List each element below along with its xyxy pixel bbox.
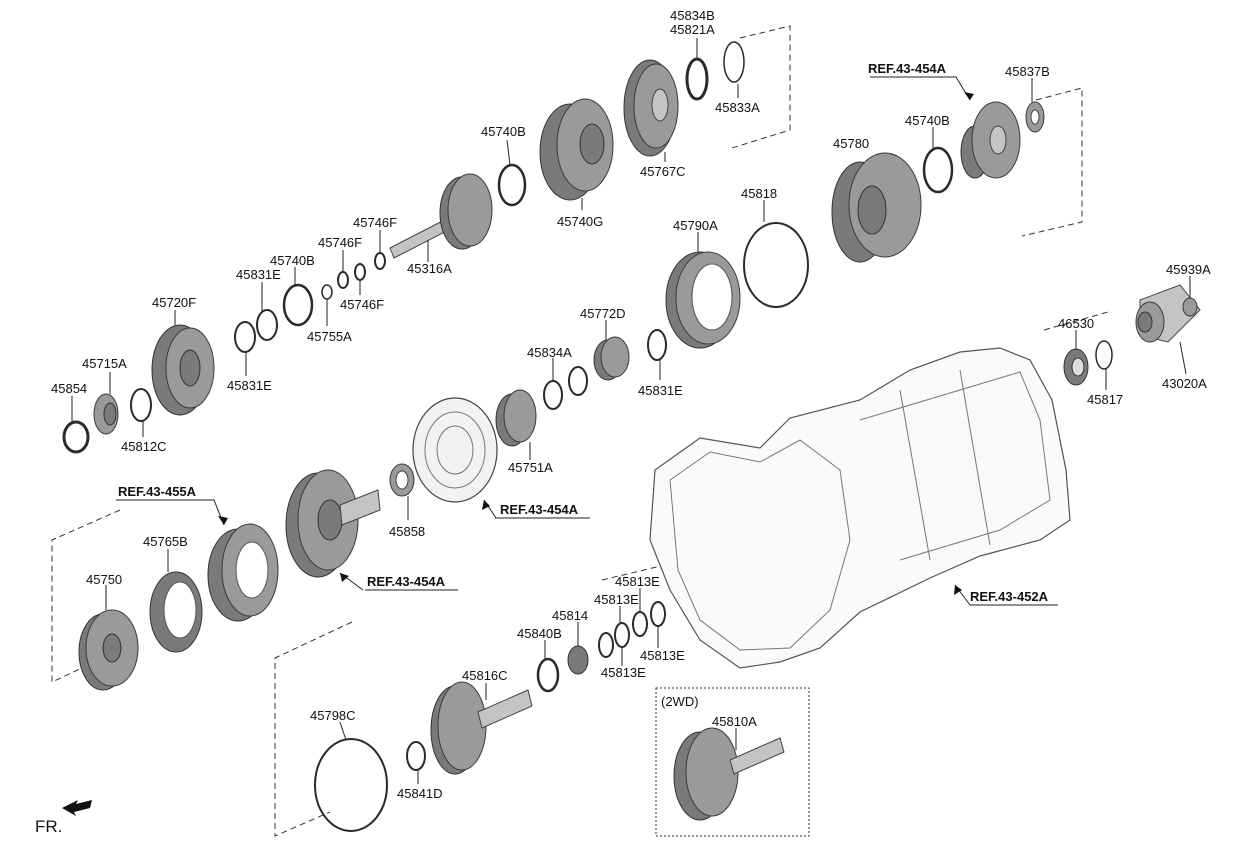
label-45750: 45750 xyxy=(86,572,122,587)
label-45746F-2: 45746F xyxy=(318,235,362,250)
label-45831E-1: 45831E xyxy=(236,267,281,282)
part-45841D-ring xyxy=(406,741,426,771)
part-45767C-disc xyxy=(623,59,679,157)
label-45816C: 45816C xyxy=(462,668,508,683)
part-45834A-rings xyxy=(543,366,588,410)
part-45740B-ring-top xyxy=(497,163,527,207)
part-45814-bearing xyxy=(567,645,589,675)
part-45816C-output-gear xyxy=(430,681,533,775)
label-45834B: 45834B xyxy=(670,8,715,23)
label-45812C: 45812C xyxy=(121,439,167,454)
label-46530: 46530 xyxy=(1058,316,1094,331)
label-45813E-1: 45813E xyxy=(615,574,660,589)
label-45833A: 45833A xyxy=(715,100,760,115)
label-45854: 45854 xyxy=(51,381,87,396)
transmission-case xyxy=(649,347,1071,669)
part-45746F-rings xyxy=(337,252,386,289)
part-ref454A-gear-top xyxy=(960,101,1021,179)
label-45837B: 45837B xyxy=(1005,64,1050,79)
label-45813E-3: 45813E xyxy=(640,648,685,663)
label-45740B-right: 45740B xyxy=(905,113,950,128)
part-45720F-pump xyxy=(151,324,215,416)
part-45858-washer xyxy=(389,463,415,497)
ref-label-case[interactable]: REF.43-452A xyxy=(970,589,1049,604)
label-45831E-2: 45831E xyxy=(227,378,272,393)
label-45780: 45780 xyxy=(833,136,869,151)
label-45818: 45818 xyxy=(741,186,777,201)
label-43020A: 43020A xyxy=(1162,376,1207,391)
label-45746F-1: 45746F xyxy=(353,215,397,230)
label-45821A: 45821A xyxy=(670,22,715,37)
part-labels: 45834B 45821A 45833A 45767C 45740B 45740… xyxy=(35,8,1211,836)
part-45840B-ring xyxy=(536,657,560,693)
part-clutch-ref455A xyxy=(207,523,279,622)
label-45798C: 45798C xyxy=(310,708,356,723)
label-45720F: 45720F xyxy=(152,295,196,310)
part-hub-ref454A xyxy=(412,397,498,503)
part-45798C-snap-ring xyxy=(314,738,388,832)
label-45740B-top: 45740B xyxy=(481,124,526,139)
ref-label-top-right[interactable]: REF.43-454A xyxy=(868,61,947,76)
part-45750-carrier xyxy=(78,609,139,691)
ref-arrowheads xyxy=(218,92,974,595)
part-45751A-gear xyxy=(495,389,537,447)
label-45841D: 45841D xyxy=(397,786,443,801)
label-45746F-3: 45746F xyxy=(340,297,384,312)
label-45715A: 45715A xyxy=(82,356,127,371)
part-43020A-flange xyxy=(1135,284,1201,343)
part-45821A-ring xyxy=(685,57,709,101)
label-45790A: 45790A xyxy=(673,218,718,233)
part-46530-bearing xyxy=(1063,348,1089,386)
label-45316A: 45316A xyxy=(407,261,452,276)
part-45755A-ring xyxy=(321,284,333,300)
part-45817-snap-ring xyxy=(1095,340,1113,370)
label-45831E-3: 45831E xyxy=(638,383,683,398)
front-direction-arrow-icon xyxy=(62,800,92,816)
label-45939A: 45939A xyxy=(1166,262,1211,277)
part-45740G-drum xyxy=(539,98,614,201)
label-45813E-2: 45813E xyxy=(594,592,639,607)
part-45740B-ring-mid xyxy=(282,283,314,327)
part-45316A-shaft xyxy=(389,173,493,259)
label-45858: 45858 xyxy=(389,524,425,539)
label-45751A: 45751A xyxy=(508,460,553,475)
ref-labels: REF.43-454A REF.43-455A REF.43-454A REF.… xyxy=(118,61,1049,604)
part-45790A-ring-gear xyxy=(665,251,741,349)
label-45755A: 45755A xyxy=(307,329,352,344)
ref-label-455A[interactable]: REF.43-455A xyxy=(118,484,197,499)
ref-label-drum-mid[interactable]: REF.43-454A xyxy=(500,502,579,517)
part-45740B-ring-right xyxy=(922,146,954,194)
part-45854-ring xyxy=(62,420,90,454)
label-fr-direction: FR. xyxy=(35,817,62,836)
part-45772D-gear xyxy=(593,336,630,381)
part-drum-ref454A xyxy=(285,469,381,578)
label-45813E-4: 45813E xyxy=(601,665,646,680)
label-45840B: 45840B xyxy=(517,626,562,641)
part-45765B-ring-gear xyxy=(149,571,203,653)
part-45837B-washer xyxy=(1025,101,1045,133)
label-45810A: 45810A xyxy=(712,714,757,729)
part-45812C-ring xyxy=(130,388,152,422)
part-45939A-nut xyxy=(1182,297,1198,317)
part-45831E-ring-3 xyxy=(647,329,667,361)
label-45834A: 45834A xyxy=(527,345,572,360)
label-45740G: 45740G xyxy=(557,214,603,229)
label-45772D: 45772D xyxy=(580,306,626,321)
part-45831E-rings xyxy=(234,309,278,353)
part-45818-snap-ring xyxy=(743,222,809,308)
ref-label-hub[interactable]: REF.43-454A xyxy=(367,574,446,589)
label-45767C: 45767C xyxy=(640,164,686,179)
part-45780-carrier xyxy=(831,152,922,263)
label-45765B: 45765B xyxy=(143,534,188,549)
inset-2wd-box xyxy=(655,687,810,837)
part-45715A-bearing xyxy=(93,393,119,435)
part-45834B-ring xyxy=(723,41,745,83)
label-2wd: (2WD) xyxy=(661,694,699,709)
label-45814: 45814 xyxy=(552,608,588,623)
label-45817: 45817 xyxy=(1087,392,1123,407)
label-45740B-mid: 45740B xyxy=(270,253,315,268)
